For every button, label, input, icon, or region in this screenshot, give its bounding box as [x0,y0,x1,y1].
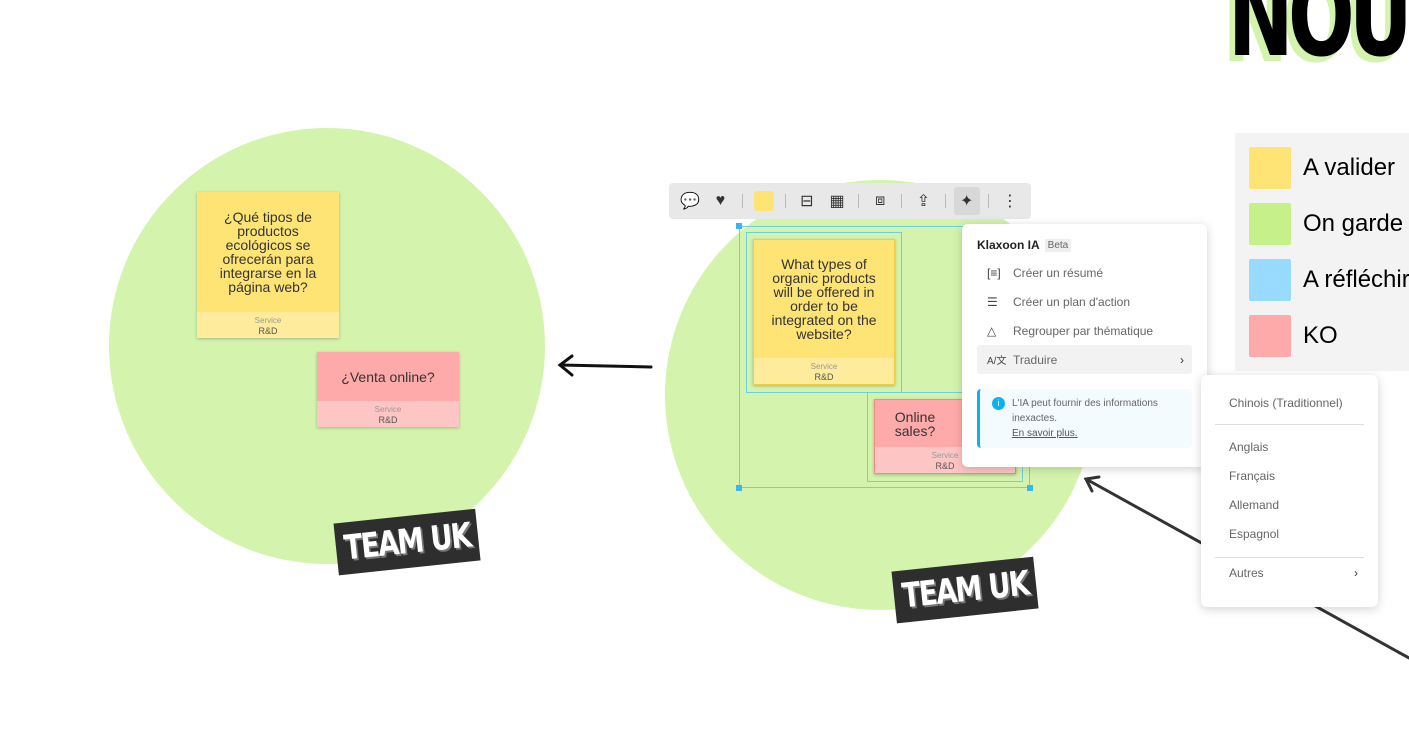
language-option[interactable]: Espagnol [1229,527,1280,541]
note-field-label: Service [374,405,402,414]
divider [858,194,860,208]
info-icon: i [992,397,1005,410]
note-field-label: Service [931,451,959,460]
divider [944,194,946,208]
ai-sparkle-icon[interactable]: ✦ [953,187,980,215]
board-title: NOU [1228,0,1409,82]
divider [901,194,903,208]
chevron-right-icon: › [1180,352,1184,367]
note-field-value: R&D [935,461,955,471]
divider [1215,424,1364,425]
color-swatch [1249,147,1291,189]
frame-icon[interactable]: ⧈ [875,192,886,209]
menu-item-translate[interactable]: A/文 Traduire › [977,345,1192,374]
legend-item: On garde [1235,196,1409,252]
color-swatch [1249,203,1291,245]
legend-label: On garde [1303,210,1404,237]
color-swatch [1249,259,1291,301]
language-option[interactable]: Français [1229,469,1276,483]
note-field-value: R&D [814,372,834,382]
legend: A valider On garde A réfléchir KO [1235,133,1409,371]
learn-more-link[interactable]: En savoir plus. [1012,428,1078,439]
chevron-right-icon: › [1354,566,1358,580]
legend-label: A valider [1303,154,1396,181]
other-languages-item[interactable]: Autres › [1201,559,1378,588]
selection-handle[interactable] [736,485,742,491]
legend-item: A valider [1235,140,1409,196]
align-icon[interactable]: ⊟ [800,193,814,210]
translate-icon: A/文 [987,356,1007,367]
menu-item-label: Traduire [1013,352,1058,367]
language-option[interactable]: Allemand [1229,498,1280,512]
ai-disclaimer: i L'IA peut fournir des informations ine… [977,389,1192,448]
beta-badge: Beta [1044,238,1072,252]
sticky-note[interactable]: What types of organic products will be o… [753,239,895,385]
selection-handle[interactable] [1027,485,1033,491]
menu-item-label: Autres [1229,566,1264,580]
selection-toolbar: 💬 ♥ ⊟ ▦ ⧈ ⇪ ✦ ⋮ [669,183,1031,219]
note-text: ¿Venta online? [341,368,435,385]
menu-item-label: Regrouper par thématique [1013,323,1154,338]
note-text: What types of organic products will be o… [771,256,877,342]
note-field-label: Service [254,316,282,325]
heart-icon[interactable]: ♥ [715,192,726,209]
color-swatch [1249,315,1291,357]
note-field-value: R&D [258,326,278,336]
menu-item-label: Créer un résumé [1013,265,1104,280]
grid-icon[interactable]: ▦ [829,193,845,210]
ai-menu-title: Klaxoon IA [977,238,1040,252]
menu-item-action-plan[interactable]: ☰ Créer un plan d'action [977,287,1192,316]
ai-menu: Klaxoon IA Beta [≡] Créer un résumé ☰ Crée… [962,224,1207,467]
note-text: Online sales? [894,408,936,439]
export-icon[interactable]: ⇪ [916,193,931,210]
comment-icon[interactable]: 💬 [680,193,701,210]
note-field-label: Service [810,362,838,371]
sticky-note[interactable]: ¿Qué tipos de productos ecológicos se of… [197,192,339,338]
disclaimer-text: L'IA peut fournir des informations inexa… [1012,398,1158,424]
note-field-value: R&D [378,415,398,425]
divider [987,194,989,208]
divider [741,194,743,208]
legend-item: KO [1235,308,1409,364]
legend-item: A réfléchir [1235,252,1409,308]
legend-label: KO [1303,322,1338,349]
divider [784,194,786,208]
note-text: ¿Qué tipos de productos ecológicos se of… [219,209,317,295]
divider [1215,557,1364,558]
menu-item-label: Créer un plan d'action [1013,294,1131,309]
language-option[interactable]: Anglais [1229,440,1269,454]
arrow-left[interactable] [557,354,653,377]
translate-submenu: Chinois (Traditionnel) Anglais Français … [1201,375,1378,607]
shapes-icon: △ [987,323,997,338]
note-selection [746,232,902,393]
color-picker-button[interactable] [750,187,776,215]
more-options-icon[interactable]: ⋮ [1001,193,1018,210]
menu-item-summary[interactable]: [≡] Créer un résumé [977,258,1192,287]
summary-icon: [≡] [987,265,1001,280]
checklist-icon: ☰ [987,294,998,309]
language-option[interactable]: Chinois (Traditionnel) [1229,396,1343,410]
menu-item-group-theme[interactable]: △ Regrouper par thématique [977,316,1192,345]
selection-handle[interactable] [736,223,742,229]
legend-label: A réfléchir [1303,266,1409,293]
